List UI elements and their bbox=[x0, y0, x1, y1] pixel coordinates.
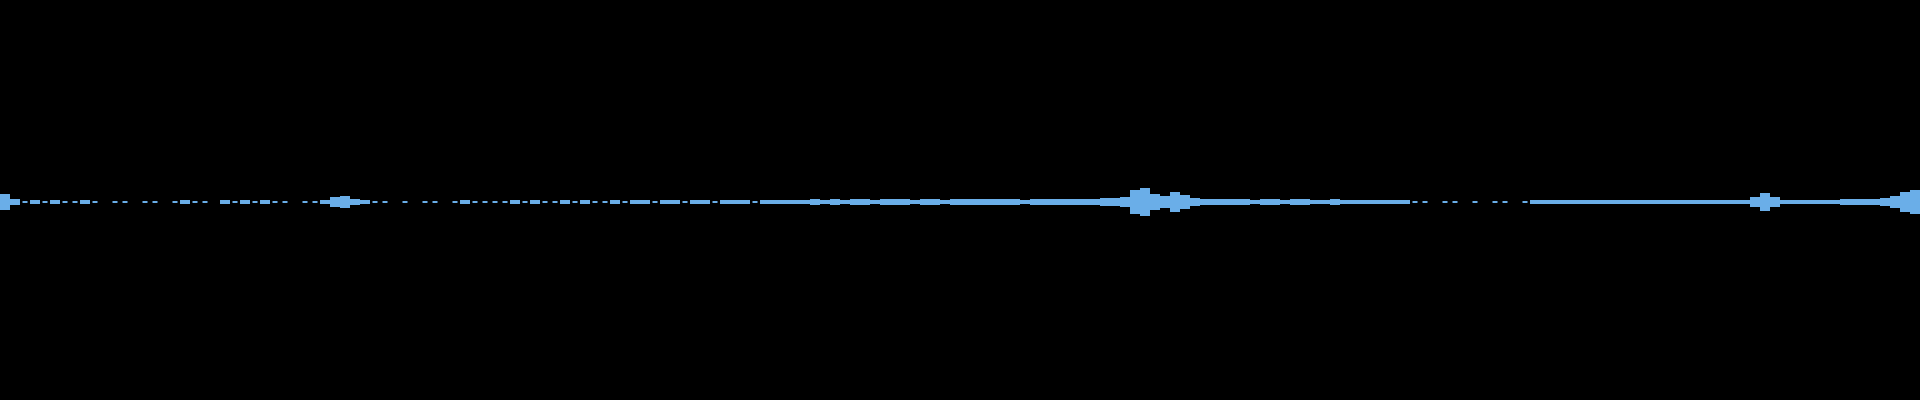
waveform-stage bbox=[0, 0, 1920, 400]
audio-waveform[interactable] bbox=[0, 0, 1920, 400]
